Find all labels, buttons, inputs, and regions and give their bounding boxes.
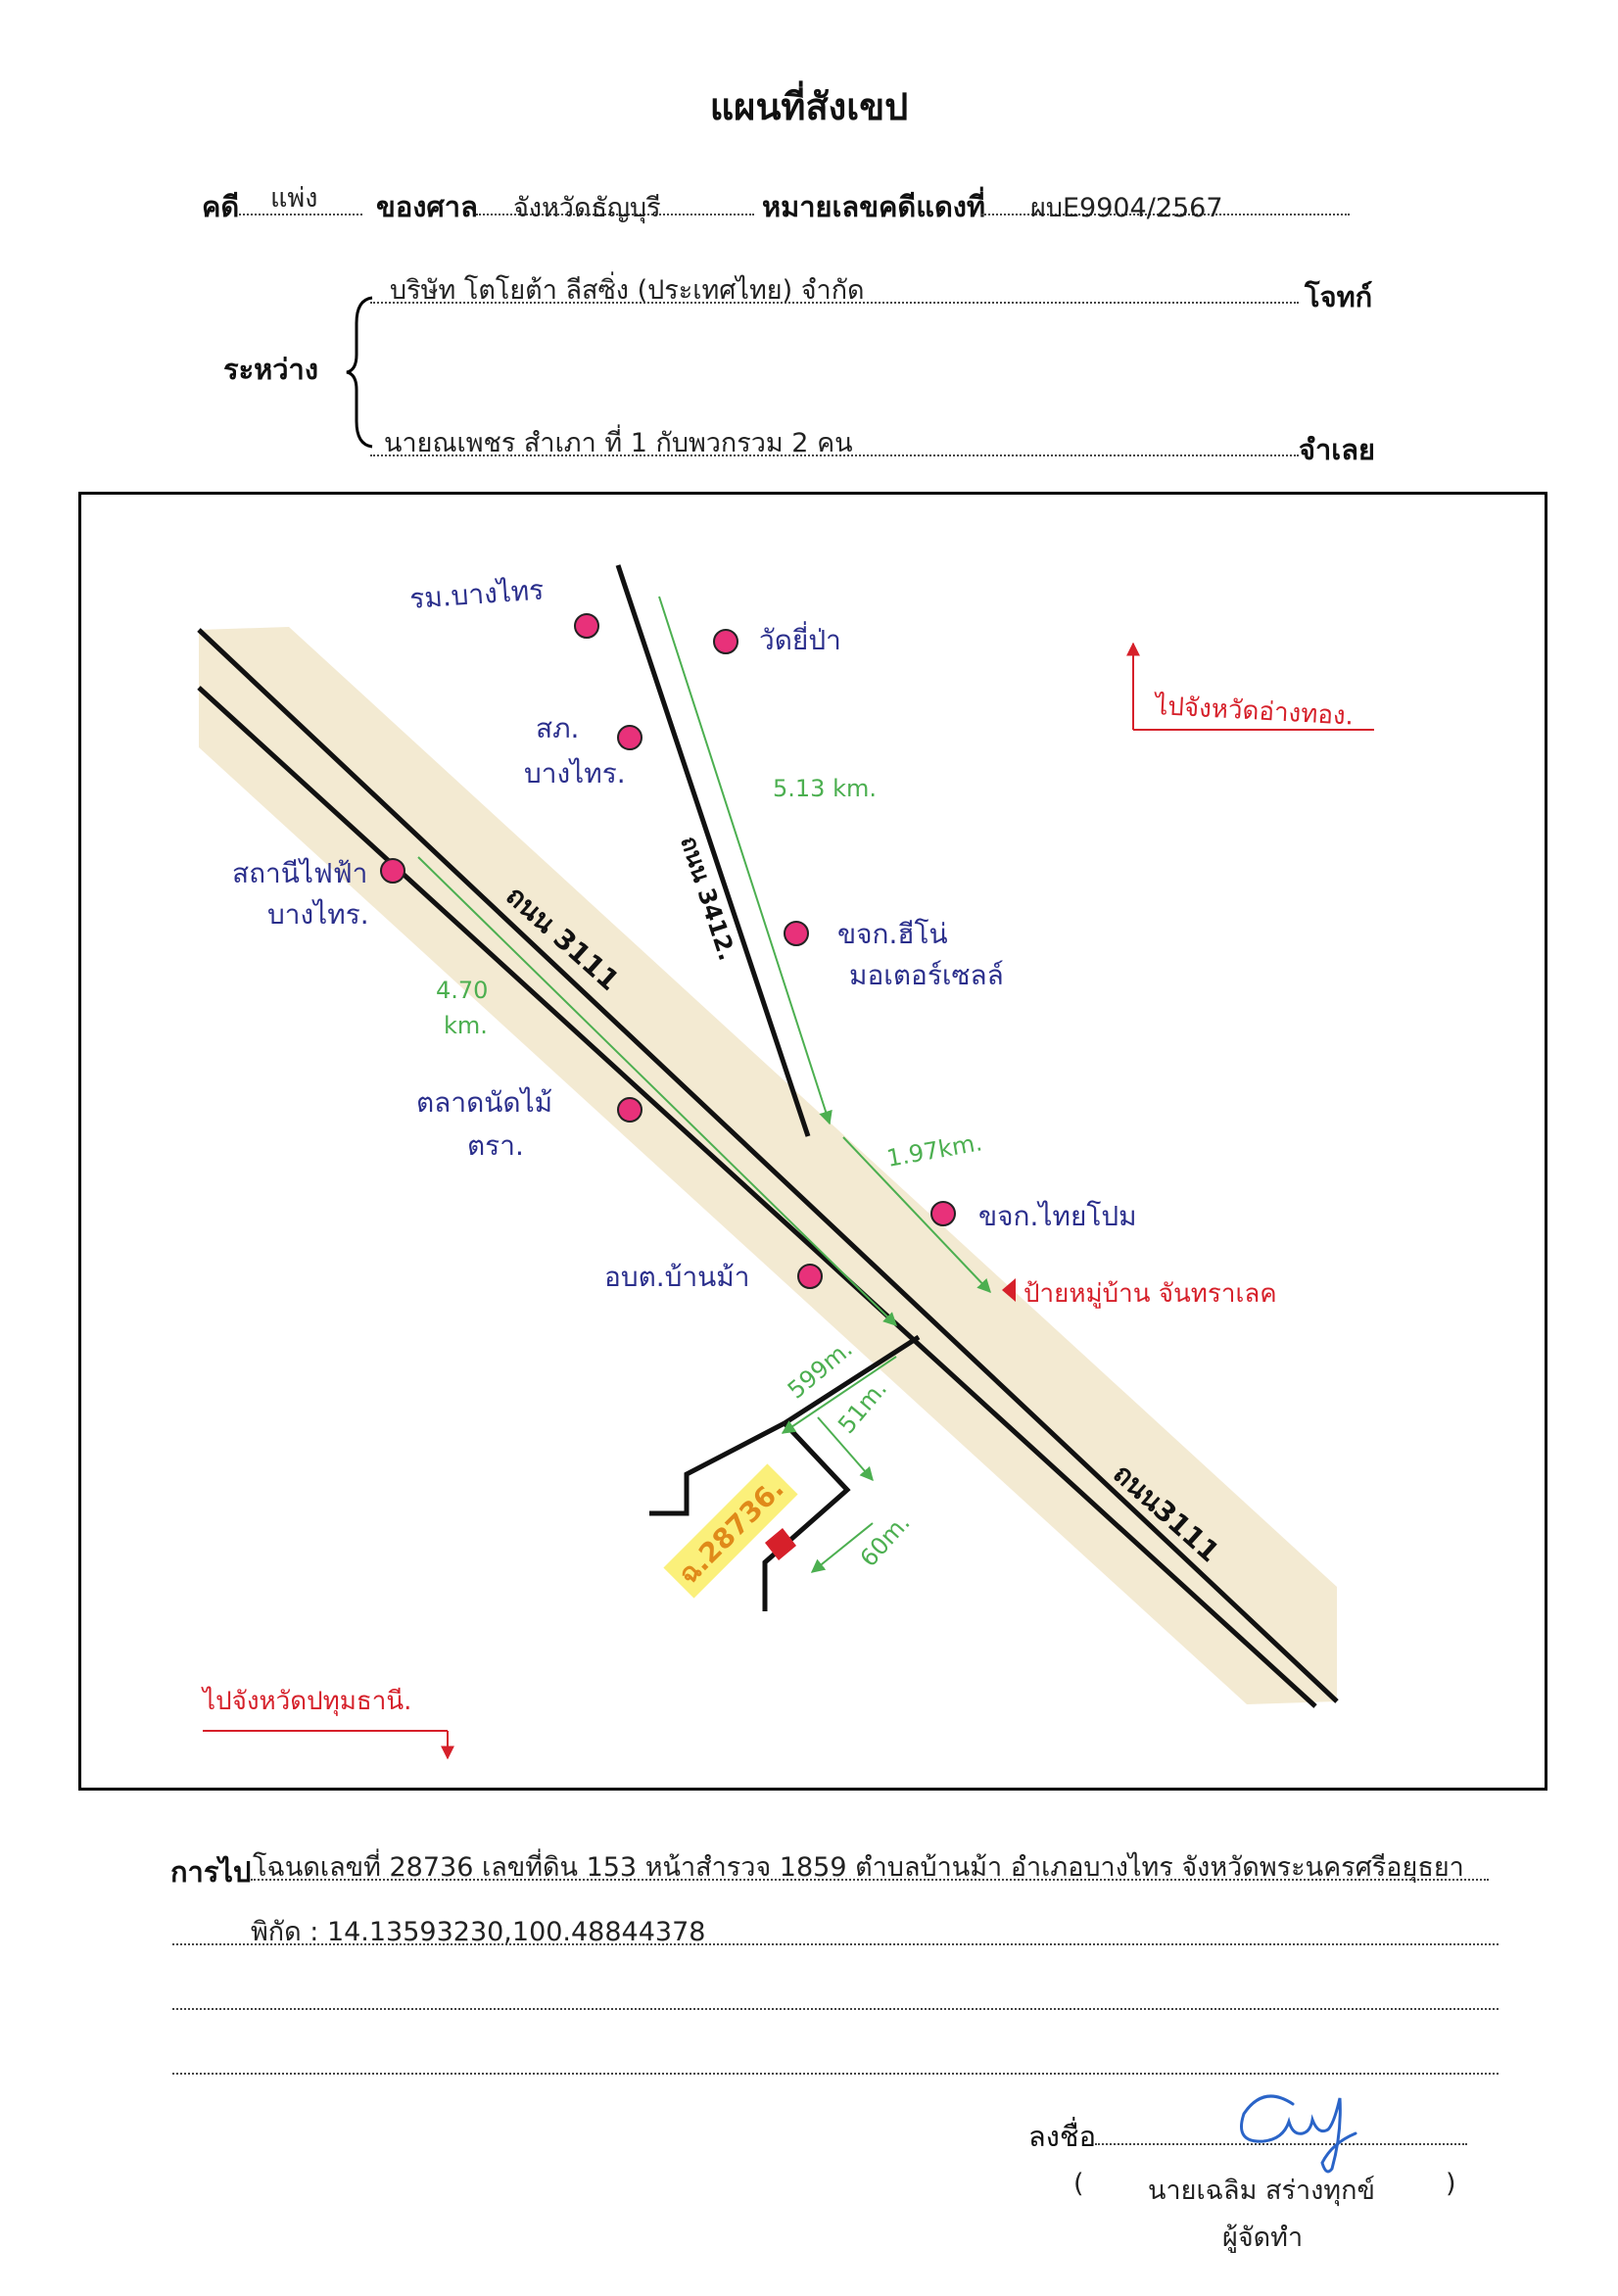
label-power-2: บางไทร. [267, 898, 369, 931]
obt-dot [797, 1264, 823, 1289]
dir-angthong [1126, 642, 1374, 731]
sk-bangsai-dot [617, 725, 642, 750]
court-name: จังหวัดธัญบุรี [513, 193, 661, 223]
road-3412 [615, 564, 811, 1137]
signature [1240, 2094, 1357, 2174]
dist-513: 5.13 km. [773, 775, 877, 802]
dist-470-2: km. [444, 1012, 488, 1039]
paren-close: ) [1446, 2169, 1456, 2199]
dist-197: 1.97km. [884, 1128, 984, 1172]
route-line-1 [251, 1879, 1489, 1881]
dir-pathum [203, 1730, 454, 1760]
plaintiff-label: โจทก์ [1305, 280, 1373, 313]
plaintiff-name: บริษัท โตโยต้า ลีสซิ่ง (ประเทศไทย) จำกัด [390, 275, 865, 306]
label-market-2: ตรา. [467, 1129, 524, 1162]
role-label: ผู้จัดทำ [1222, 2223, 1304, 2253]
parcel-label: ฉ.28736. [672, 1472, 790, 1591]
page-title: แผนที่สังเขป [709, 85, 909, 128]
court-line [476, 214, 754, 215]
hino-dot [784, 921, 809, 946]
route-line-3 [172, 2008, 1499, 2010]
defendant-line [370, 454, 1299, 456]
dist-470-1: 4.70 [436, 977, 488, 1004]
defendant-name: นายณเพชร สำเภา ที่ 1 กับพวกรวม 2 คน [384, 428, 853, 458]
landmark-dots [380, 613, 956, 1289]
label-thaiho: ขจก.ไทยโปม [978, 1200, 1137, 1232]
coords-text: พิกัด : 14.13593230,100.48844378 [251, 1917, 706, 1947]
label-sk-bangsai-2: บางไทร. [524, 757, 626, 789]
thaiho-dot [930, 1201, 956, 1226]
route-label: การไป [170, 1855, 252, 1889]
label-market-1: ตลาดนัดไม้ [416, 1086, 552, 1119]
brace [346, 296, 373, 449]
rm-bangsai-dot [574, 613, 599, 639]
between-label: ระหว่าง [223, 353, 318, 386]
case-type: แพ่ง [270, 183, 318, 214]
label-hino-1: ขจก.ฮีโน่ [837, 918, 948, 950]
label-to-pathum: ไปจังหวัดปทุมธานี. [201, 1686, 411, 1716]
route-text: โฉนดเลขที่ 28736 เลขที่ดิน 153 หน้าสำรวจ… [253, 1852, 1464, 1883]
case-type-line [239, 214, 362, 215]
sketch-map: ฉ.28736. รม.บางไทร วัดยี่ป่า สภ. บางไทร.… [197, 564, 1374, 1760]
label-hino-2: มอเตอร์เซลล์ [849, 959, 1004, 991]
route-line-4 [172, 2073, 1499, 2075]
label-village-sign: ป้ายหมู่บ้าน จันทราเลค [1023, 1279, 1277, 1309]
map-frame: ฉ.28736. รม.บางไทร วัดยี่ป่า สภ. บางไทร.… [78, 492, 1547, 1791]
label-sk-bangsai-1: สภ. [536, 712, 579, 744]
route-line-2 [172, 1943, 1499, 1945]
village-sign-marker [1002, 1278, 1016, 1302]
parcel-marker [765, 1528, 796, 1560]
label-wat: วัดยี่ป่า [759, 621, 841, 656]
case-label: คดี [202, 190, 240, 223]
wat-dot [713, 629, 738, 654]
power-station-dot [380, 858, 405, 884]
label-power-1: สถานีไฟฟ้า [232, 857, 367, 889]
soi-path [649, 1334, 921, 1611]
label-to-angthong: ไปจังหวัดอ่างทอง. [1153, 691, 1355, 732]
dist-60: 60m. [855, 1509, 916, 1572]
plaintiff-line [370, 302, 1299, 304]
sign-label: ลงชื่อ [1028, 2120, 1097, 2153]
defendant-label: จำเลย [1299, 433, 1375, 466]
market-dot [617, 1097, 642, 1123]
label-obt: อบต.บ้านม้า [604, 1261, 750, 1293]
red-no-line [981, 214, 1350, 215]
signer-name: นายเฉลิม สร่างทุกข์ [1148, 2176, 1375, 2206]
red-no: ผบE9904/2567 [1030, 193, 1223, 223]
sign-line [1095, 2143, 1467, 2145]
red-no-label: หมายเลขคดีแดงที่ [762, 190, 986, 223]
label-rm-bangsai: รม.บางไทร [408, 573, 545, 614]
dist-599: 599m. [783, 1335, 858, 1405]
court-label: ของศาล [376, 190, 478, 223]
paren-open: ( [1073, 2169, 1084, 2199]
